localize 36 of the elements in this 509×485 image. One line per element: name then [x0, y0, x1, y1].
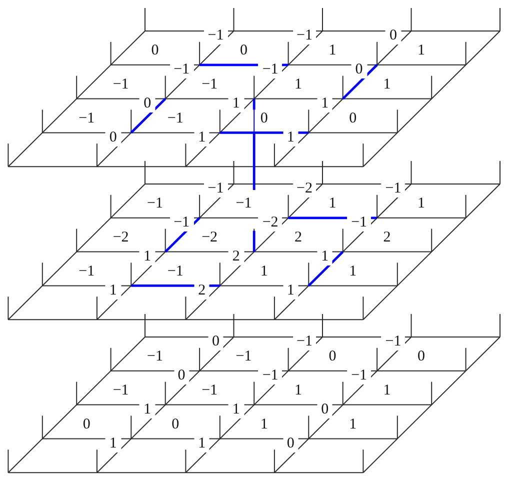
vertex-number: −1 — [170, 214, 194, 232]
vertex-number: −1 — [292, 28, 316, 44]
vertex-number: 0 — [208, 334, 224, 350]
vertex-number: 1 — [140, 401, 156, 418]
vertex-number: 0 — [140, 95, 156, 112]
vertex-number: 0 — [317, 401, 333, 418]
vertex-number: −1 — [381, 180, 406, 198]
vertex-number: −1 — [381, 334, 406, 350]
vertex-number: 1 — [140, 248, 156, 266]
vertex-number: −2 — [292, 180, 316, 198]
vertex-number: 1 — [194, 435, 210, 452]
vertex-number: −2 — [258, 214, 282, 232]
vertex-number: 1 — [228, 95, 244, 112]
vertex-number: 1 — [105, 282, 121, 300]
vertex-number: 2 — [228, 248, 244, 266]
vertex-number: 1 — [228, 401, 244, 418]
vertex-number: −1 — [170, 61, 194, 78]
vertex-number: −1 — [204, 28, 228, 44]
vertex-number: −1 — [347, 214, 372, 232]
vertex-number: 1 — [105, 435, 121, 452]
vertex-number: 1 — [317, 95, 333, 112]
vertex-number: 1 — [194, 129, 210, 146]
vertex-number: 0 — [282, 435, 298, 452]
vertex-number: −1 — [347, 367, 372, 384]
vertex-number: −1 — [258, 61, 282, 78]
vertex-number: 1 — [282, 282, 298, 300]
vertex-number: 0 — [105, 129, 121, 146]
vertex-number: 1 — [282, 129, 298, 146]
vertex-number: 0 — [386, 28, 401, 44]
vertex-number: 0 — [351, 61, 367, 78]
vertex-number: −1 — [258, 367, 282, 384]
vertex-number: 2 — [194, 282, 210, 300]
vertex-number: 1 — [317, 248, 333, 266]
vertex-number: −1 — [204, 180, 228, 198]
vertex-number: −1 — [292, 334, 316, 350]
vertex-number: 0 — [174, 367, 190, 384]
